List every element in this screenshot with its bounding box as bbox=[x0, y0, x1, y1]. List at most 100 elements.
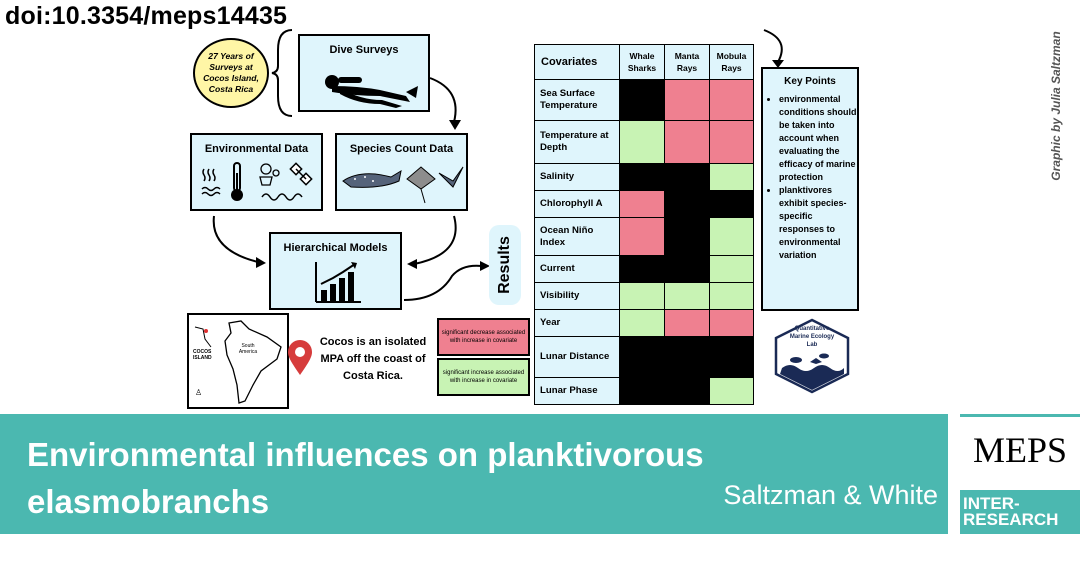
effect-cell bbox=[709, 255, 754, 283]
publisher-logo: INTER- RESEARCH bbox=[960, 490, 1080, 534]
diver-icon bbox=[325, 75, 418, 108]
whale-shark-icon bbox=[342, 169, 402, 188]
map-panel: ♙ COCOS ISLAND South America bbox=[187, 313, 289, 409]
survey-years-oval: 27 Years of Surveys at Cocos Island, Cos… bbox=[193, 38, 269, 108]
location-pin-icon bbox=[288, 340, 312, 375]
environment-icons bbox=[201, 162, 313, 201]
effect-cell bbox=[664, 336, 710, 378]
sea-temperature-icon bbox=[201, 168, 221, 197]
effect-cell bbox=[709, 79, 754, 121]
effect-cell bbox=[709, 336, 754, 378]
covariate-label: Salinity bbox=[534, 163, 620, 191]
bar-chart-icon bbox=[315, 262, 361, 303]
effect-cell bbox=[709, 282, 754, 310]
table-header-species: Whale Sharks bbox=[619, 44, 665, 80]
key-points-list: environmental conditions should be taken… bbox=[763, 93, 857, 262]
svg-text:♙: ♙ bbox=[195, 388, 202, 397]
effect-cell bbox=[709, 163, 754, 191]
effect-cell bbox=[619, 79, 665, 121]
satellite-icon bbox=[289, 162, 313, 186]
effect-cell bbox=[664, 120, 710, 164]
table-row: Year bbox=[534, 309, 754, 337]
lab-logo bbox=[774, 318, 850, 394]
key-points-box: Key Points environmental conditions shou… bbox=[761, 67, 859, 311]
publisher-line-1: INTER- bbox=[963, 494, 1020, 513]
species-icons bbox=[342, 166, 464, 204]
effect-cell bbox=[664, 190, 710, 218]
publisher-line-2: RESEARCH bbox=[963, 510, 1059, 529]
key-point-item: environmental conditions should be taken… bbox=[779, 93, 857, 184]
effect-cell bbox=[709, 190, 754, 218]
results-label: Results bbox=[489, 225, 521, 305]
hierarchical-models-title: Hierarchical Models bbox=[283, 242, 388, 254]
species-count-panel: Species Count Data bbox=[335, 133, 468, 211]
effect-cell bbox=[664, 377, 710, 405]
covariate-label: Sea Surface Temperature bbox=[534, 79, 620, 121]
covariate-label: Lunar Phase bbox=[534, 377, 620, 405]
effect-cell bbox=[664, 282, 710, 310]
covariate-label: Visibility bbox=[534, 282, 620, 310]
results-text: Results bbox=[496, 236, 513, 294]
brace bbox=[271, 29, 293, 117]
cocos-description: Cocos is an isolated MPA off the coast o… bbox=[319, 336, 427, 382]
effect-cell bbox=[709, 309, 754, 337]
journal-logo: MEPS bbox=[960, 414, 1080, 490]
thermometer-icon bbox=[231, 162, 243, 201]
cocos-map-label: COCOS ISLAND bbox=[193, 349, 212, 361]
legend-decrease: significant decrease associated with inc… bbox=[437, 318, 530, 356]
effect-cell bbox=[664, 79, 710, 121]
covariate-label: Lunar Distance bbox=[534, 336, 620, 378]
title-banner: Environmental influences on planktivorou… bbox=[0, 414, 948, 534]
lab-logo-text: Quantitative Marine Ecology Lab bbox=[789, 326, 835, 348]
effect-cell bbox=[619, 309, 665, 337]
table-header-row: Covariates Whale Sharks Manta Rays Mobul… bbox=[534, 44, 754, 80]
manta-ray-icon bbox=[406, 166, 436, 204]
table-row: Current bbox=[534, 255, 754, 283]
table-row: Lunar Phase bbox=[534, 377, 754, 405]
paper-authors: Saltzman & White bbox=[723, 480, 938, 510]
table-header-species: Mobula Rays bbox=[709, 44, 754, 80]
effect-cell bbox=[619, 377, 665, 405]
current-waves-icon bbox=[261, 193, 303, 201]
effect-cell bbox=[619, 163, 665, 191]
effect-cell bbox=[619, 217, 665, 256]
arrow-models-to-results bbox=[403, 264, 483, 301]
graphic-credit-text: Graphic by Julia Saltzman bbox=[1049, 31, 1063, 181]
south-america-map: ♙ bbox=[194, 320, 282, 404]
effect-cell bbox=[619, 282, 665, 310]
hierarchical-models-panel: Hierarchical Models bbox=[269, 232, 402, 310]
mobula-ray-icon bbox=[438, 166, 464, 188]
effect-cell bbox=[709, 377, 754, 405]
covariate-label: Year bbox=[534, 309, 620, 337]
effect-cell bbox=[619, 255, 665, 283]
legend-increase: significant increase associated with inc… bbox=[437, 358, 530, 396]
effect-cell bbox=[619, 120, 665, 164]
effect-cell bbox=[619, 336, 665, 378]
table-row: Lunar Distance bbox=[534, 336, 754, 378]
dive-surveys-title: Dive Surveys bbox=[329, 44, 399, 56]
doi-label: doi:10.3354/meps14435 bbox=[5, 2, 288, 30]
environmental-data-panel: Environmental Data bbox=[190, 133, 323, 211]
environmental-data-title: Environmental Data bbox=[204, 143, 309, 155]
arrow-env-to-models bbox=[212, 215, 259, 263]
salinity-icon bbox=[259, 163, 280, 186]
species-count-title: Species Count Data bbox=[349, 143, 454, 155]
table-row: Sea Surface Temperature bbox=[534, 79, 754, 121]
effect-cell bbox=[709, 120, 754, 164]
arrow-table-to-keypoints bbox=[763, 29, 783, 63]
arrow-dive-to-species bbox=[429, 77, 457, 123]
effect-cell bbox=[664, 217, 710, 256]
table-row: Ocean Niño Index bbox=[534, 217, 754, 256]
graphic-credit: Graphic by Julia Saltzman bbox=[1049, 20, 1063, 192]
effect-cell bbox=[709, 217, 754, 256]
paper-title: Environmental influences on planktivorou… bbox=[27, 436, 704, 520]
dive-surveys-panel: Dive Surveys bbox=[298, 34, 430, 112]
covariate-table: Covariates Whale Sharks Manta Rays Mobul… bbox=[534, 44, 754, 405]
covariate-label: Current bbox=[534, 255, 620, 283]
table-header-covariates: Covariates bbox=[534, 44, 620, 80]
table-row: Chlorophyll A bbox=[534, 190, 754, 218]
table-row: Salinity bbox=[534, 163, 754, 191]
table-row: Temperature at Depth bbox=[534, 120, 754, 164]
south-america-label: South America bbox=[238, 343, 258, 355]
effect-cell bbox=[664, 163, 710, 191]
